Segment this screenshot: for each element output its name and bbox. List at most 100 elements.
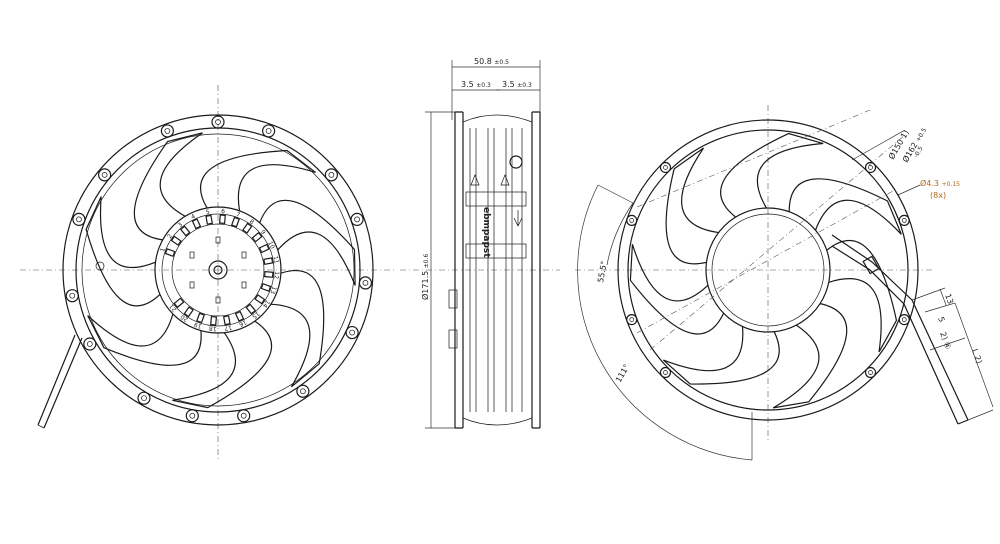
rim-bolt <box>83 337 97 351</box>
construction-line-3 <box>636 189 896 334</box>
back-blade <box>720 132 824 218</box>
fan-blades <box>85 132 356 409</box>
hub-weight <box>196 312 206 324</box>
construction-line-2 <box>636 109 871 208</box>
back-hub <box>705 207 831 333</box>
back-hole-inner <box>629 218 635 223</box>
rotor-number: 13 <box>268 285 277 295</box>
cable <box>37 334 83 429</box>
dim-hole-count: (8x) <box>930 191 946 200</box>
hub-weight <box>258 243 270 254</box>
back-hole <box>659 366 672 379</box>
rim-bolt-hole <box>164 128 171 134</box>
shaft <box>213 265 223 275</box>
rotation-arrow <box>513 210 523 227</box>
back-blade <box>826 240 898 353</box>
rim-bolt-hole <box>141 395 147 402</box>
rotor-number: 9 <box>259 229 267 237</box>
blade <box>199 149 316 211</box>
hub-slot <box>189 281 195 289</box>
rotor-number: 8 <box>248 218 255 226</box>
hub-weight <box>170 235 182 246</box>
hub-inner <box>171 223 265 317</box>
rotor-number: 14 <box>261 298 271 308</box>
back-hole <box>898 313 910 326</box>
hub-outer <box>154 206 282 334</box>
arc-55 <box>606 202 634 266</box>
back-hole <box>626 214 638 227</box>
mounting-tabs <box>65 115 373 423</box>
hub-weight <box>191 218 202 230</box>
rim-bolt <box>262 124 276 138</box>
hub-weight <box>263 270 274 278</box>
rotor-number: 20 <box>179 313 189 323</box>
rim-bolt-hole <box>101 172 108 178</box>
rim-bolt <box>72 212 86 226</box>
rotor-number: 3 <box>177 221 185 229</box>
rim-bolt-hole <box>354 216 360 223</box>
dim-rim-left: 3.5 ±0.3 <box>461 80 491 89</box>
cable-clamp <box>862 255 880 275</box>
hub-weight <box>230 216 240 228</box>
rim-bolt <box>160 124 174 138</box>
hub-weight <box>251 231 263 243</box>
clip <box>448 289 458 309</box>
arc-111 <box>577 184 753 461</box>
back-hole <box>864 366 877 379</box>
rotor-number: 21 <box>168 302 178 312</box>
rotor-number: 1 <box>159 247 167 253</box>
rim-bolt <box>211 115 225 129</box>
rim-bolt-hole <box>265 128 272 134</box>
cable-strut <box>831 234 913 305</box>
rotor-number: 5 <box>205 209 210 217</box>
hub-weight <box>260 282 272 292</box>
rotor-number: 18 <box>209 324 217 332</box>
rim-bolt-hole <box>215 119 221 125</box>
blade <box>87 313 202 366</box>
hub-weight <box>263 257 274 265</box>
dim-total-width: 50.8 ±0.5 <box>474 57 509 66</box>
dim-13: 13 <box>943 293 955 306</box>
rim-bolt <box>350 212 364 226</box>
rim-bolt <box>185 409 199 423</box>
rotor-number: 7 <box>235 211 241 219</box>
rim-bolt <box>324 168 338 182</box>
dim-outer-diameter: Ø171.5 ±0.6 <box>420 253 430 300</box>
rotor-number: 17 <box>224 324 233 332</box>
rim-bolt-hole <box>86 341 93 347</box>
dim-l: L 2) <box>970 348 984 365</box>
back-blade <box>663 326 780 385</box>
back-hole <box>626 313 638 326</box>
hub-weight <box>254 294 266 305</box>
rim-bolt-hole <box>240 412 247 419</box>
rotor-number: 2 <box>166 233 174 240</box>
inner-rim-2 <box>81 133 355 407</box>
blade <box>133 132 203 241</box>
hub-weight <box>205 214 213 225</box>
back-mounting-holes <box>626 161 910 379</box>
back-inner-rim <box>627 129 909 411</box>
outer-rim <box>62 114 374 426</box>
rim-bolt <box>137 391 151 405</box>
rim-bolt <box>345 325 359 340</box>
back-hole <box>864 161 877 174</box>
pin-hole <box>95 261 105 271</box>
back-hole <box>659 161 672 174</box>
brand-label: ebmpapst <box>481 207 491 258</box>
hub-slot <box>215 296 221 304</box>
hub-weight <box>234 310 245 322</box>
rotor-number: 11 <box>272 255 280 264</box>
flow-arrows <box>470 174 510 186</box>
blade <box>270 269 325 388</box>
hub-slot <box>241 251 247 259</box>
hub-weight <box>173 297 185 309</box>
dim-rim-right: 3.5 ±0.3 <box>502 80 532 89</box>
side-view: 50.8 ±0.5 3.5 ±0.3 3.5 ±0.3 Ø171.5 ±0.6 … <box>400 57 560 429</box>
back-hole-inner <box>663 370 668 375</box>
rotor-number: 15 <box>250 310 260 320</box>
hub-weight <box>210 315 218 326</box>
back-hole-inner <box>901 218 907 223</box>
rim-bolt-hole <box>189 412 196 419</box>
